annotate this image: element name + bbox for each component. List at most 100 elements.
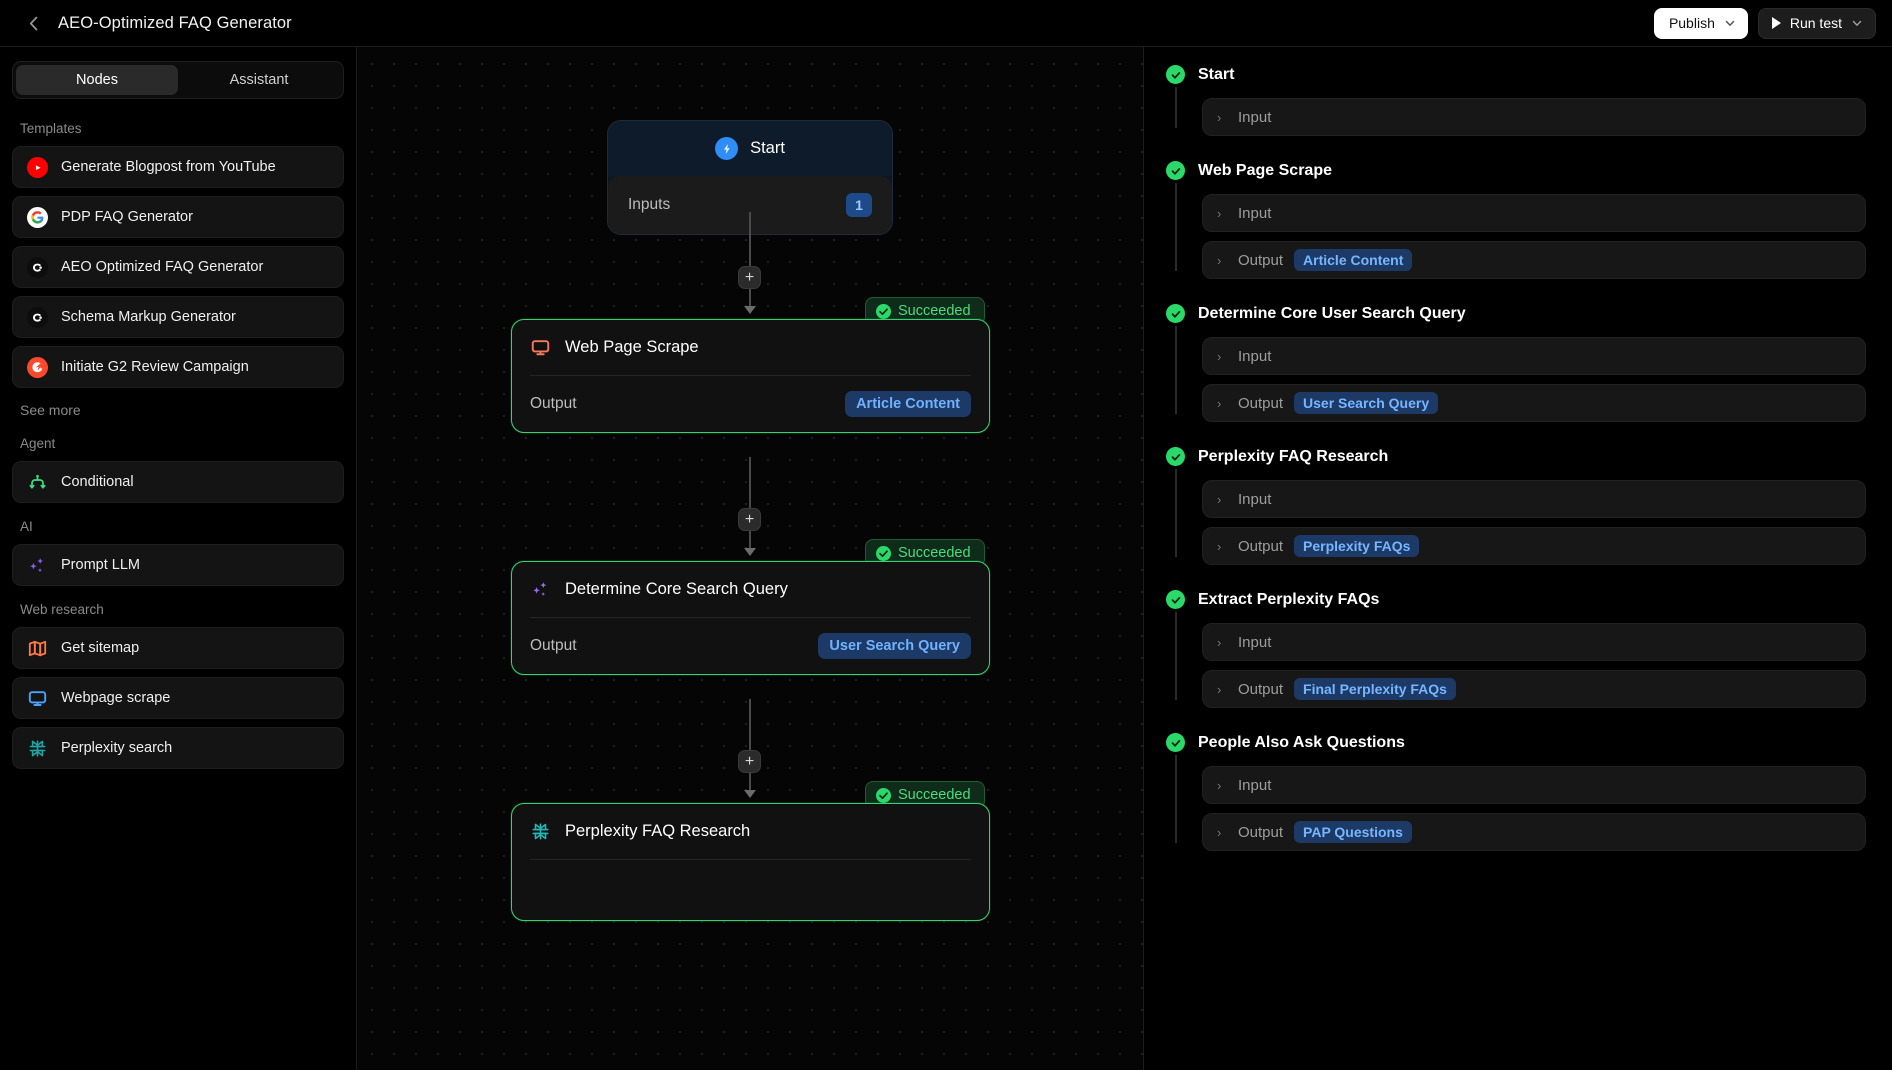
- output-chip[interactable]: User Search Query: [818, 633, 971, 659]
- run-io-row-input[interactable]: › Input: [1202, 98, 1866, 136]
- sidebar-item-generate-blogpost-from-youtube[interactable]: Generate Blogpost from YouTube: [12, 146, 344, 188]
- run-io-row-input[interactable]: › Input: [1202, 766, 1866, 804]
- tab-assistant[interactable]: Assistant: [229, 72, 289, 88]
- run-output-chip[interactable]: User Search Query: [1294, 392, 1439, 414]
- run-io-row-output[interactable]: › Output User Search Query: [1202, 384, 1866, 422]
- run-test-button[interactable]: Run test: [1757, 7, 1876, 39]
- node-row-label: Inputs: [628, 196, 671, 213]
- page-title: AEO-Optimized FAQ Generator: [58, 13, 292, 32]
- canvas-node-start[interactable]: Start Inputs 1: [607, 120, 893, 235]
- chevron-left-icon: [29, 16, 37, 30]
- run-io-label: Output: [1238, 537, 1284, 555]
- run-io-row-input[interactable]: › Input: [1202, 194, 1866, 232]
- ahrefs-icon: [27, 306, 48, 328]
- chevron-down-icon: [1725, 20, 1735, 26]
- add-node-button[interactable]: +: [738, 266, 761, 289]
- run-results-panel: Start › Input Web Page Scrape ›: [1144, 47, 1892, 1070]
- chevron-right-icon: ›: [1217, 777, 1222, 793]
- spacer: [1166, 717, 1866, 733]
- arrow-head-icon: [744, 790, 756, 798]
- check-circle-icon: [1166, 447, 1185, 466]
- run-io-row-output[interactable]: › Output PAP Questions: [1202, 813, 1866, 851]
- run-io-row-input[interactable]: › Input: [1202, 337, 1866, 375]
- run-group-header[interactable]: Web Page Scrape: [1166, 161, 1866, 180]
- sidebar-item-conditional[interactable]: Conditional: [12, 461, 344, 503]
- tab-nodes[interactable]: Nodes: [16, 65, 178, 95]
- run-io-row-output[interactable]: › Output Final Perplexity FAQs: [1202, 670, 1866, 708]
- workflow-canvas[interactable]: Start Inputs 1 + Succeeded: [357, 47, 1144, 1070]
- chevron-right-icon: ›: [1217, 395, 1222, 411]
- run-io-label: Output: [1238, 394, 1284, 412]
- check-circle-icon: [1166, 733, 1185, 752]
- add-node-button[interactable]: +: [738, 750, 761, 773]
- sidebar-item-aeo-optimized-faq-generator[interactable]: AEO Optimized FAQ Generator: [12, 246, 344, 288]
- status-label: Succeeded: [898, 303, 971, 319]
- chevron-right-icon: ›: [1217, 634, 1222, 650]
- node-header: Determine Core Search Query: [512, 562, 989, 617]
- perplexity-icon: [27, 738, 48, 759]
- check-circle-icon: [1166, 590, 1185, 609]
- sidebar-item-label: AEO Optimized FAQ Generator: [61, 259, 264, 275]
- run-group-start: Start › Input: [1166, 65, 1866, 136]
- sidebar-item-label: Perplexity search: [61, 740, 173, 756]
- run-io-label: Input: [1238, 490, 1272, 508]
- run-group-name: People Also Ask Questions: [1198, 733, 1405, 751]
- run-io-row-output[interactable]: › Output Article Content: [1202, 241, 1866, 279]
- node-output-row[interactable]: [512, 860, 989, 920]
- back-button[interactable]: [22, 12, 44, 34]
- connector-line: [749, 457, 751, 552]
- run-output-chip[interactable]: Final Perplexity FAQs: [1294, 678, 1456, 700]
- canvas-node-determine-core-search-query[interactable]: Determine Core Search Query Output User …: [511, 561, 990, 675]
- run-io-label: Input: [1238, 633, 1272, 651]
- sidebar-item-schema-markup-generator[interactable]: Schema Markup Generator: [12, 296, 344, 338]
- see-more-link[interactable]: See more: [20, 402, 81, 418]
- node-header: Perplexity FAQ Research: [512, 804, 989, 859]
- run-io-row-output[interactable]: › Output Perplexity FAQs: [1202, 527, 1866, 565]
- sidebar-item-webpage-scrape[interactable]: Webpage scrape: [12, 677, 344, 719]
- node-output-row[interactable]: Output Article Content: [512, 376, 989, 432]
- run-group-header[interactable]: Extract Perplexity FAQs: [1166, 590, 1866, 609]
- g2-icon: [27, 356, 48, 378]
- run-io-label: Input: [1238, 108, 1272, 126]
- run-group-header[interactable]: Determine Core User Search Query: [1166, 304, 1866, 323]
- node-output-row[interactable]: Output User Search Query: [512, 618, 989, 674]
- sidebar-tabs: Nodes Assistant: [12, 61, 344, 99]
- chevron-right-icon: ›: [1217, 205, 1222, 221]
- section-label-agent: Agent: [20, 436, 56, 451]
- run-io-label: Output: [1238, 251, 1284, 269]
- run-group-name: Perplexity FAQ Research: [1198, 447, 1389, 465]
- timeline-rail: [1175, 469, 1177, 557]
- check-circle-icon: [1166, 161, 1185, 180]
- canvas-node-perplexity-faq-research[interactable]: Perplexity FAQ Research: [511, 803, 990, 921]
- run-io-label: Input: [1238, 347, 1272, 365]
- run-io-row-input[interactable]: › Input: [1202, 480, 1866, 518]
- run-output-chip[interactable]: Article Content: [1294, 249, 1413, 271]
- timeline-rail: [1175, 87, 1177, 128]
- run-io-row-input[interactable]: › Input: [1202, 623, 1866, 661]
- add-node-button[interactable]: +: [738, 508, 761, 531]
- sidebar-item-get-sitemap[interactable]: Get sitemap: [12, 627, 344, 669]
- run-group-web-page-scrape: Web Page Scrape › Input › Output Article…: [1166, 161, 1866, 279]
- sidebar-item-initiate-g2-review-campaign[interactable]: Initiate G2 Review Campaign: [12, 346, 344, 388]
- output-chip[interactable]: Article Content: [845, 391, 971, 417]
- sidebar-item-pdp-faq-generator[interactable]: PDP FAQ Generator: [12, 196, 344, 238]
- timeline-rail: [1175, 612, 1177, 700]
- left-sidebar: Nodes Assistant Templates Generate Blogp…: [0, 47, 357, 1070]
- run-group-header[interactable]: Perplexity FAQ Research: [1166, 447, 1866, 466]
- node-title: Perplexity FAQ Research: [565, 822, 751, 840]
- run-output-chip[interactable]: Perplexity FAQs: [1294, 535, 1420, 557]
- bolt-icon: [715, 137, 739, 160]
- check-circle-icon: [1166, 304, 1185, 323]
- run-output-chip[interactable]: PAP Questions: [1294, 821, 1412, 843]
- sidebar-item-prompt-llm[interactable]: Prompt LLM: [12, 544, 344, 586]
- node-row-label: Output: [530, 395, 577, 412]
- run-group-header[interactable]: Start: [1166, 65, 1866, 84]
- canvas-node-web-page-scrape[interactable]: Web Page Scrape Output Article Content: [511, 319, 990, 433]
- sparkles-icon: [530, 579, 551, 600]
- run-io-label: Input: [1238, 204, 1272, 222]
- publish-button[interactable]: Publish: [1653, 7, 1748, 39]
- node-title: Determine Core Search Query: [565, 580, 788, 598]
- run-group-header[interactable]: People Also Ask Questions: [1166, 733, 1866, 752]
- node-header: Start: [608, 121, 892, 176]
- sidebar-item-perplexity-search[interactable]: Perplexity search: [12, 727, 344, 769]
